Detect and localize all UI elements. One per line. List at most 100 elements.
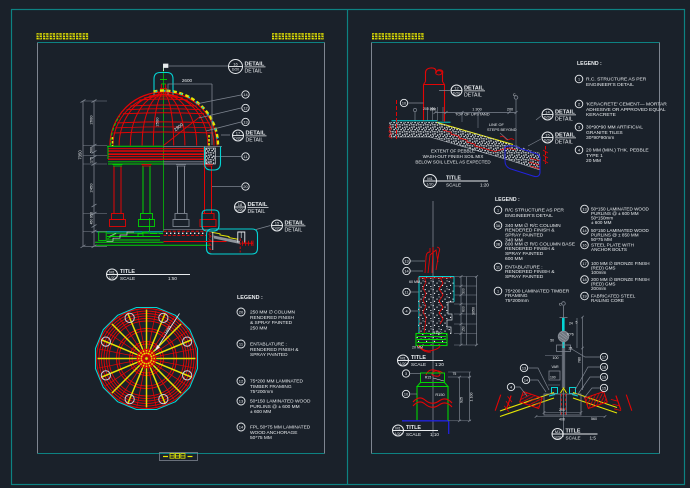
svg-text:12: 12: [243, 106, 247, 110]
svg-text:200 MM ∅ BRONZE FINISH: 200 MM ∅ BRONZE FINISH: [591, 277, 650, 282]
svg-text:14: 14: [524, 378, 528, 382]
svg-text:70*6: 70*6: [567, 333, 574, 337]
svg-text:DETAIL: DETAIL: [285, 228, 303, 234]
svg-text:10: 10: [402, 101, 406, 105]
svg-text:450: 450: [90, 219, 94, 225]
svg-text:200: 200: [423, 107, 429, 111]
svg-text:15: 15: [275, 220, 280, 225]
svg-text:600: 600: [462, 306, 466, 312]
svg-text:WASH-OUT FINISH SOIL MIX: WASH-OUT FINISH SOIL MIX: [423, 154, 484, 159]
svg-text:FABRICATED STEEL: FABRICATED STEEL: [591, 293, 636, 298]
svg-text:15: 15: [602, 386, 606, 390]
svg-text:60 MM: 60 MM: [409, 280, 420, 284]
svg-text:'KERACRETE' CEMENT— MORTAR: 'KERACRETE' CEMENT— MORTAR: [586, 101, 667, 107]
svg-text:C: C: [559, 303, 562, 307]
svg-text:DETAIL: DETAIL: [464, 86, 484, 92]
svg-text:14: 14: [545, 109, 550, 114]
svg-text:1:50: 1:50: [168, 276, 177, 281]
svg-text:75*200 MM LAMINATED: 75*200 MM LAMINATED: [250, 379, 303, 385]
svg-text:SPRAY PAINTED: SPRAY PAINTED: [505, 274, 544, 280]
svg-text:75*200mm: 75*200mm: [250, 389, 273, 395]
svg-text:DETAIL: DETAIL: [555, 117, 573, 123]
svg-text:STEPS BEYOND: STEPS BEYOND: [487, 128, 517, 132]
svg-text:DETAIL: DETAIL: [285, 221, 305, 227]
svg-text:50: 50: [550, 339, 554, 343]
svg-text:50*75 MM: 50*75 MM: [250, 435, 272, 441]
svg-text:TYPE 1: TYPE 1: [586, 153, 603, 159]
svg-text:340 MM ∅ R/C COLUMN: 340 MM ∅ R/C COLUMN: [505, 223, 561, 229]
svg-text:13: 13: [522, 366, 526, 370]
svg-text:M1: M1: [427, 176, 433, 181]
svg-text:BELOW SOIL LEVEL AS EXPECTED: BELOW SOIL LEVEL AS EXPECTED: [415, 160, 491, 165]
svg-text:18: 18: [582, 278, 586, 282]
svg-text:200: 200: [559, 408, 565, 412]
svg-text:15: 15: [545, 132, 550, 137]
svg-text:400: 400: [559, 418, 565, 422]
svg-text:DETAIL: DETAIL: [248, 209, 266, 215]
svg-text:20 MM: 20 MM: [412, 346, 423, 350]
svg-text:PURLINS @ ± 600 MM: PURLINS @ ± 600 MM: [250, 404, 300, 410]
svg-text:DETAIL: DETAIL: [555, 110, 575, 116]
svg-text:R150: R150: [432, 331, 441, 335]
svg-text:100: 100: [553, 356, 559, 360]
svg-text:RENDERED FINISH &: RENDERED FINISH &: [505, 228, 555, 234]
svg-text:150: 150: [462, 326, 466, 332]
svg-text:TOP OF UPSTAND: TOP OF UPSTAND: [455, 112, 490, 117]
svg-text:250 MM: 250 MM: [250, 326, 267, 332]
svg-text:11: 11: [496, 265, 500, 269]
svg-text:16: 16: [582, 243, 586, 247]
svg-text:1:20: 1:20: [480, 183, 489, 188]
svg-text:3: 3: [578, 125, 580, 129]
svg-text:5: 5: [576, 321, 578, 325]
svg-text:DETAIL: DETAIL: [555, 140, 573, 146]
svg-text:780: 780: [578, 357, 582, 363]
svg-text:17: 17: [582, 262, 586, 266]
svg-text:D/20: D/20: [544, 139, 551, 143]
svg-text:DETAIL: DETAIL: [464, 93, 482, 99]
svg-text:SPRAY PAINTED: SPRAY PAINTED: [505, 233, 544, 239]
svg-text:GRANITE TILES: GRANITE TILES: [586, 130, 623, 136]
svg-text:11: 11: [244, 155, 248, 159]
svg-text:300: 300: [462, 288, 466, 294]
svg-text:600 MM ∅ R/C COLUMN BASE: 600 MM ∅ R/C COLUMN BASE: [505, 241, 576, 247]
svg-text:1:20: 1:20: [435, 362, 444, 367]
svg-text:2800: 2800: [173, 122, 184, 133]
svg-text:13: 13: [243, 120, 247, 124]
svg-text:M1: M1: [400, 356, 406, 361]
svg-text:18: 18: [238, 202, 243, 207]
svg-text:50*150 LAMINATED WOOD: 50*150 LAMINATED WOOD: [250, 399, 311, 405]
svg-text:1 100: 1 100: [470, 393, 474, 402]
svg-text:KERACRETE: KERACRETE: [586, 112, 617, 118]
svg-text:RENDERED FINISH &: RENDERED FINISH &: [505, 269, 555, 275]
svg-text:100: 100: [550, 376, 556, 380]
svg-text:925: 925: [460, 397, 464, 403]
svg-text:SCALE: SCALE: [411, 362, 426, 367]
svg-text:STEEL PLATE WITH: STEEL PLATE WITH: [591, 242, 634, 247]
svg-text:VAR: VAR: [552, 365, 560, 369]
svg-text:R/C STRUCTURE AS PER: R/C STRUCTURE AS PER: [505, 207, 564, 213]
svg-text:D/20: D/20: [544, 116, 551, 120]
svg-text:13: 13: [239, 398, 244, 403]
svg-text:1/20: 1/20: [427, 182, 434, 186]
svg-text:14: 14: [404, 269, 408, 273]
svg-text:12: 12: [454, 85, 459, 90]
svg-text:30*90*90 MM ARTIFICIAL: 30*90*90 MM ARTIFICIAL: [586, 124, 643, 130]
svg-text:1/20: 1/20: [395, 432, 402, 436]
svg-text:± 600 MM: ± 600 MM: [250, 409, 271, 415]
svg-text:SCALE: SCALE: [446, 183, 461, 188]
svg-text:& SPRAY PAINTED: & SPRAY PAINTED: [250, 320, 293, 326]
svg-text:200: 200: [430, 108, 436, 112]
svg-text:(RED) GMS: (RED) GMS: [591, 266, 616, 271]
svg-text:RENDERED FINISH: RENDERED FINISH: [250, 315, 295, 321]
svg-text:SPRAY PAINTED: SPRAY PAINTED: [250, 352, 288, 358]
svg-text:12: 12: [239, 378, 244, 383]
svg-text:1: 1: [497, 208, 499, 212]
svg-text:D/20: D/20: [453, 92, 460, 96]
svg-text:DETAIL: DETAIL: [555, 133, 575, 139]
svg-text:11: 11: [239, 341, 244, 346]
svg-text:LINE OF: LINE OF: [489, 123, 504, 127]
svg-text:3A: 3A: [496, 224, 501, 228]
svg-text:1/20: 1/20: [400, 362, 407, 366]
svg-text:R150: R150: [435, 392, 445, 397]
svg-text:17: 17: [602, 355, 606, 359]
